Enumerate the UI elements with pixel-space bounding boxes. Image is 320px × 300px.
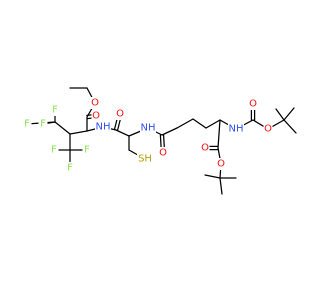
amide-nh-label-1: NH: [96, 122, 111, 133]
tbu-ester-ether-oxygen-label: O: [217, 159, 225, 170]
tbu-ester-carbonyl-oxygen-label: O: [201, 143, 209, 154]
fluorine-label-5: F: [67, 163, 73, 174]
background: [0, 0, 300, 300]
atom-label-background: [22, 118, 32, 130]
atom-label-background: [49, 144, 59, 156]
ester-carbonyl-oxygen-label: O: [92, 111, 100, 122]
atom-label-background: [95, 121, 111, 133]
atom-label-background: [90, 97, 100, 109]
fluorine-label-4: F: [51, 145, 57, 156]
single-bond: [176, 118, 194, 129]
single-bond: [54, 121, 71, 135]
atom-label-background: [216, 158, 226, 170]
atom-label-background: [263, 123, 273, 135]
fluorine-label-2: F: [40, 119, 46, 130]
atom-label-background: [228, 123, 244, 135]
single-bond: [217, 119, 221, 149]
single-bond: [115, 129, 130, 137]
ester-ether-oxygen-label: O: [91, 98, 99, 109]
fluorine-label-6: F: [84, 145, 90, 156]
atom-label-background: [38, 118, 48, 130]
atom-label-background: [65, 162, 75, 174]
atom-label-background: [248, 98, 258, 110]
single-bond: [204, 174, 221, 179]
single-bond: [219, 177, 223, 195]
amide-nh-label-2: NH: [141, 123, 156, 134]
carbamate-nh-label: NH: [229, 124, 244, 135]
atom-label-background: [50, 104, 60, 116]
carbamate-carbonyl-oxygen-label: O: [249, 99, 257, 110]
single-bond: [283, 107, 295, 121]
atom-label-background: [82, 144, 92, 156]
single-bond: [275, 108, 285, 121]
single-bond: [283, 119, 297, 134]
atom-label-background: [200, 142, 210, 154]
atom-label-background: [140, 122, 156, 134]
thiol-sh-label: SH: [138, 154, 152, 165]
single-bond: [69, 130, 88, 135]
carbamate-ether-oxygen-label: O: [264, 124, 272, 135]
single-bond: [205, 119, 221, 129]
atom-label-background: [137, 153, 153, 165]
single-bond: [161, 127, 178, 136]
amide-carbonyl-oxygen-label-1: O: [116, 109, 124, 120]
fluorine-label-3: F: [52, 105, 58, 116]
fluorine-label-1: F: [24, 119, 30, 130]
atom-label-background: [158, 147, 168, 159]
single-bond: [192, 118, 207, 129]
atom-label-background: [91, 110, 101, 122]
amide-carbonyl-oxygen-label-2: O: [159, 148, 167, 159]
atom-label-background: [115, 108, 125, 120]
